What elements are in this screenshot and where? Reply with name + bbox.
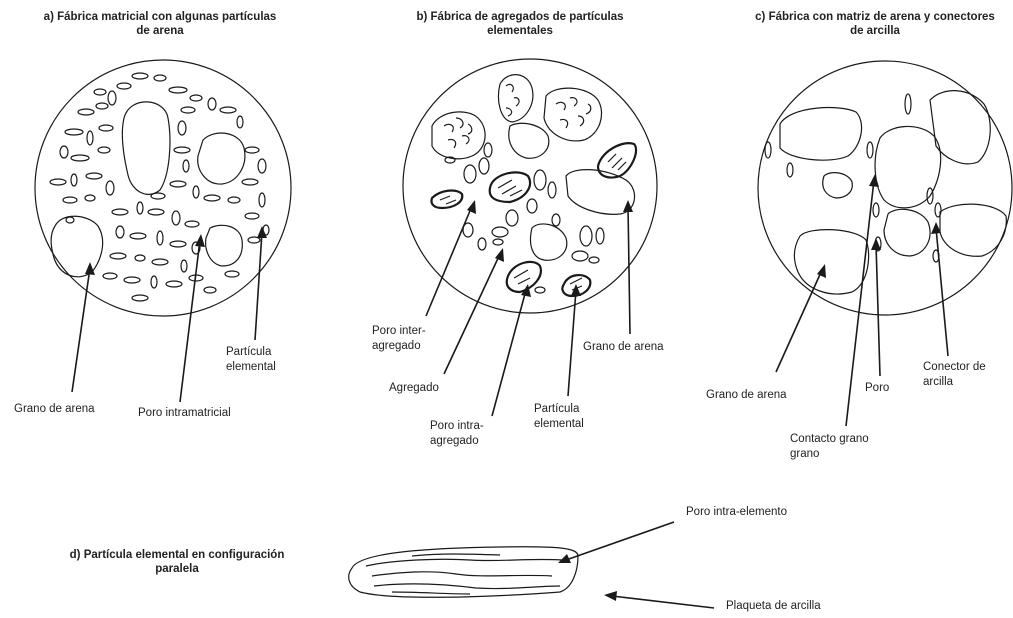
aggregate-dark — [598, 143, 636, 177]
intra-aggregate-lines — [556, 98, 591, 128]
sand-grain — [930, 91, 990, 164]
panel-d-fabric — [349, 522, 714, 608]
matrix-particles — [50, 73, 269, 301]
panel-a-fabric — [35, 60, 291, 402]
sand-grain — [566, 170, 635, 215]
sand-grain — [206, 225, 243, 266]
sand-grain — [198, 133, 245, 184]
aggregate — [544, 88, 602, 141]
aggregate-dark — [490, 172, 530, 202]
sand-grain — [531, 224, 567, 260]
sand-grain — [51, 216, 103, 277]
panel-a-circle — [35, 60, 291, 316]
sand-grain — [884, 209, 930, 256]
aggregate-dark — [507, 262, 541, 292]
elemental-particles — [445, 143, 604, 293]
sand-grain — [823, 173, 853, 198]
intra-aggregate-lines — [498, 180, 522, 196]
aggregate-dark — [431, 191, 462, 208]
aggregate — [499, 75, 533, 122]
sand-grain — [794, 230, 868, 294]
intra-aggregate-lines — [440, 196, 456, 204]
intra-aggregate-lines — [514, 270, 530, 284]
panel-c-circle — [758, 61, 1012, 315]
intra-aggregate-lines — [506, 84, 519, 116]
sand-grain — [875, 126, 941, 207]
intra-aggregate-lines — [608, 154, 626, 170]
panel-b-fabric — [403, 59, 657, 416]
sand-grain — [780, 108, 862, 161]
clay-platelets — [366, 554, 562, 594]
sand-grain — [122, 102, 170, 195]
sand-grain — [509, 123, 549, 158]
panel-c-fabric — [758, 61, 1012, 426]
intra-aggregate-lines — [444, 118, 472, 148]
clay-connectors — [765, 94, 941, 262]
